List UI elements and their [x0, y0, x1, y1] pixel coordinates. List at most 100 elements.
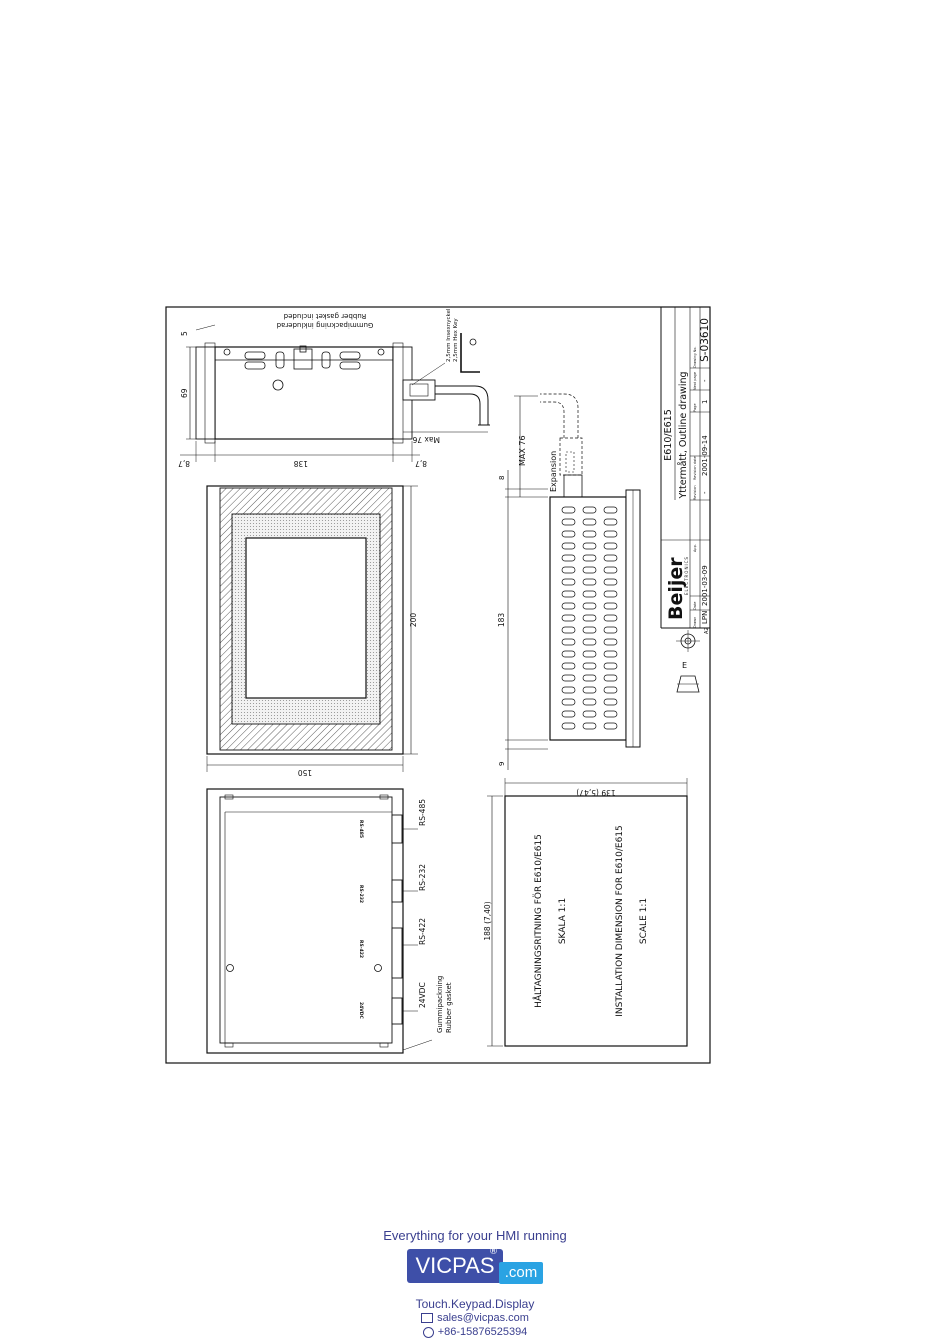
- vent-slot: [561, 518, 576, 526]
- whatsapp-icon: [422, 1326, 434, 1338]
- vent-slot: [603, 578, 618, 586]
- dim-side-top: 8: [498, 476, 506, 480]
- footer: Everything for your HMI running VICPAS ®…: [0, 1228, 950, 1339]
- dim-cutout-width: 139 (5,47): [576, 788, 615, 797]
- vent-slot: [603, 662, 618, 670]
- vent-slot: [582, 662, 597, 670]
- vent-slot: [561, 626, 576, 634]
- vent-slot: [561, 602, 576, 610]
- title-block: E610/E615 Yttermått, Outline drawing S-0…: [660, 307, 711, 693]
- side-view: Expansion MAX 76 8 183 9: [497, 393, 641, 770]
- vent-slot: [603, 602, 618, 610]
- port-rs485: RS-485: [418, 799, 427, 826]
- note-hex-key-en: 2,5mm Hex Key: [453, 318, 459, 362]
- label-next-page: Next page: [693, 372, 697, 390]
- dim-right-width: 8,7: [415, 459, 427, 468]
- drawing-model: E610/E615: [663, 409, 674, 460]
- vent-slot: [582, 686, 597, 694]
- vent-slot: [582, 578, 597, 586]
- vent-slot: [582, 518, 597, 526]
- footer-phone-row[interactable]: +86-15876525394: [0, 1325, 950, 1339]
- note-hex-key-sv: 2,5mm Insexnyckel: [446, 308, 452, 362]
- vent-slot: [561, 698, 576, 706]
- label-page: Page: [693, 404, 697, 412]
- logo-main-text: VICPAS: [407, 1249, 503, 1283]
- dim-cutout-height: 188 (7,40): [483, 901, 492, 940]
- front-view: 200 150: [206, 485, 418, 777]
- vent-slot: [561, 686, 576, 694]
- vent-slot: [582, 590, 597, 598]
- vent-slot: [603, 722, 618, 730]
- projection-symbol-icon: E: [676, 630, 700, 693]
- label-date: Date: [693, 602, 697, 610]
- port-code-rs422: RS-422: [358, 940, 364, 958]
- vent-slot: [561, 506, 576, 514]
- revision-value: -: [701, 491, 709, 494]
- vent-slot: [582, 626, 597, 634]
- footer-slogan: Everything for your HMI running: [383, 1228, 567, 1243]
- vent-slot: [603, 698, 618, 706]
- vent-slot: [582, 614, 597, 622]
- vent-slot: [582, 602, 597, 610]
- vent-slot: [582, 530, 597, 538]
- vent-slot: [561, 554, 576, 562]
- vent-slot: [582, 566, 597, 574]
- port-code-rs485: RS-485: [358, 820, 364, 838]
- vent-slot: [582, 554, 597, 562]
- vent-slot: [603, 638, 618, 646]
- port-code-24vdc: 24VDC: [358, 1002, 364, 1019]
- dim-left-width: 8,7: [178, 459, 190, 468]
- port-code-rs232: RS-232: [358, 885, 364, 903]
- dim-front-width: 150: [298, 768, 313, 777]
- footer-email-row[interactable]: sales@vicpas.com: [0, 1311, 950, 1325]
- page-value: 1: [701, 400, 709, 404]
- port-rs232: RS-232: [418, 864, 427, 891]
- vent-slot: [561, 662, 576, 670]
- vent-slot: [603, 554, 618, 562]
- company-sub: ELECTRONICS: [684, 556, 689, 595]
- vent-slot: [561, 710, 576, 718]
- drawing-description: Yttermått, Outline drawing: [678, 371, 689, 499]
- footer-email[interactable]: sales@vicpas.com: [437, 1312, 529, 1324]
- footer-tagline: Touch.Keypad.Display: [415, 1297, 535, 1311]
- label-drawn: Drawn: [693, 617, 697, 628]
- vent-slot: [561, 566, 576, 574]
- sheet-border: [165, 306, 711, 1064]
- dim-front-height: 200: [409, 613, 418, 628]
- logo-com-text: .com: [499, 1262, 543, 1284]
- dim-height: 69: [180, 388, 189, 398]
- dim-gasket: 5: [180, 331, 189, 336]
- vent-slot: [561, 590, 576, 598]
- vent-slot: [603, 530, 618, 538]
- vent-slot: [582, 674, 597, 682]
- vent-slot: [561, 578, 576, 586]
- top-view: 2,5mm Insexnyckel 2,5mm Hex Key 8,7 138 …: [178, 308, 490, 468]
- port-rs422: RS-422: [418, 918, 427, 945]
- vent-slot: [603, 566, 618, 574]
- vent-slot: [561, 530, 576, 538]
- vent-slot: [561, 722, 576, 730]
- back-view: RS-485 RS-232 RS-422 24VDC RS-485 RS-232…: [206, 788, 453, 1054]
- vent-slot: [603, 542, 618, 550]
- vent-slot: [561, 638, 576, 646]
- company-logo: Beijer: [665, 557, 687, 620]
- port-24vdc: 24VDC: [418, 982, 427, 1008]
- date-value: 2001-03-09: [701, 565, 709, 606]
- footer-phone[interactable]: +86-15876525394: [437, 1326, 528, 1338]
- note-gasket-sv: Gummipackning inkluderad: [277, 321, 374, 329]
- drawing-number: S-03610: [699, 318, 711, 362]
- sheet-size: A2: [704, 627, 710, 634]
- dim-center-width: 138: [293, 459, 308, 468]
- vent-slot: [582, 722, 597, 730]
- back-gasket-en: Rubber gasket: [445, 982, 453, 1033]
- vent-slot: [561, 542, 576, 550]
- vent-slot: [603, 590, 618, 598]
- vent-slot: [603, 518, 618, 526]
- envelope-icon: [421, 1313, 434, 1324]
- vicpas-logo[interactable]: VICPAS ® .com: [405, 1247, 545, 1293]
- cutout-template: 139 (5,47) 188 (7,40) HÅLTAGNINGSRITNING…: [483, 778, 688, 1047]
- logo-registered-mark: ®: [489, 1247, 498, 1257]
- note-gasket-en: Rubber gasket included: [284, 312, 367, 320]
- cutout-text-sv-2: SKALA 1:1: [558, 898, 568, 944]
